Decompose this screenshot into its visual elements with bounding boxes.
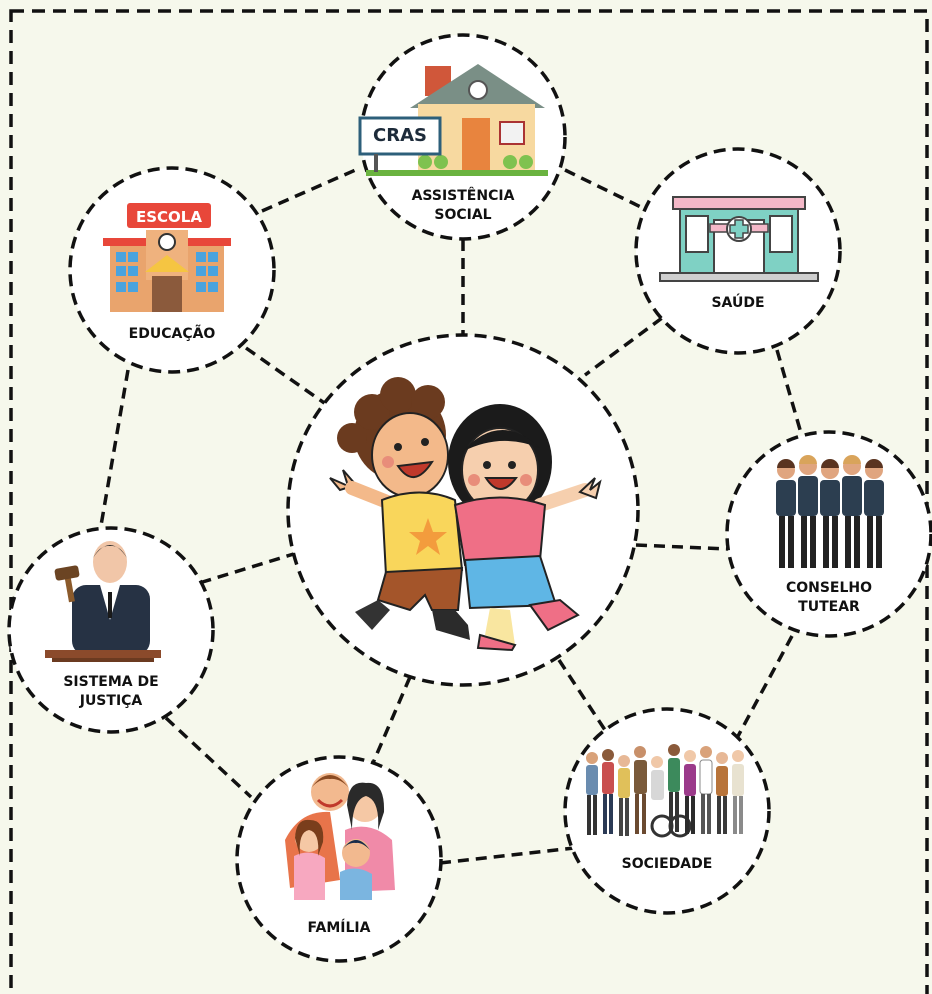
connector-conselho-sociedade	[735, 635, 794, 739]
educacao-node: ESCOLA EDUCAÇÃO	[68, 166, 276, 374]
saude-label: SAÚDE	[711, 293, 764, 311]
connector-center-sociedade	[557, 659, 607, 731]
center-node	[286, 333, 640, 687]
sociedade-node: SOCIEDADE	[563, 707, 771, 915]
clinic-icon	[659, 196, 819, 282]
connector-center-justica	[195, 551, 298, 586]
connector-saude-center	[583, 316, 664, 377]
cras-sign-text: CRAS	[373, 125, 427, 146]
connector-lines	[97, 166, 805, 865]
family-icon	[285, 773, 395, 900]
conselho-tutear-node: CONSELHO TUTEAR	[725, 430, 932, 638]
saude-node: SAÚDE	[634, 147, 842, 355]
educacao-label: EDUCAÇÃO	[129, 325, 216, 342]
connector-familia-sociedade	[439, 846, 575, 865]
connector-center-conselho	[635, 543, 729, 551]
familia-node: FAMÍLIA	[235, 755, 443, 963]
sistema-justica-node: SISTEMA DE JUSTIÇA	[7, 526, 215, 734]
children-icon	[329, 377, 602, 652]
familia-label: FAMÍLIA	[308, 919, 371, 936]
connector-educacao-justica	[97, 369, 130, 538]
sociedade-label: SOCIEDADE	[622, 856, 713, 872]
connector-educacao-center	[244, 346, 332, 409]
escola-sign-text: ESCOLA	[136, 208, 202, 226]
justica-label-line2: JUSTIÇA	[79, 693, 143, 709]
school-icon: ESCOLA	[103, 203, 231, 312]
assistencia-social-node: CRAS ASSISTÊNCIA SOCIAL	[358, 33, 567, 241]
connector-assistencia-saude	[564, 168, 648, 212]
connector-center-familia	[371, 676, 412, 764]
assistencia-label-line1: ASSISTÊNCIA	[412, 187, 515, 204]
council-people-icon	[776, 455, 884, 568]
house-cras-icon: CRAS	[358, 64, 548, 176]
connector-educacao-assistencia	[261, 166, 361, 213]
justica-label-line1: SISTEMA DE	[63, 674, 158, 690]
conselho-label-line1: CONSELHO	[786, 580, 872, 596]
connector-saude-conselho	[775, 349, 805, 441]
conselho-label-line2: TUTEAR	[798, 599, 860, 615]
judge-icon	[45, 541, 161, 662]
connector-justica-familia	[164, 716, 253, 799]
assistencia-label-line2: SOCIAL	[434, 207, 491, 223]
crowd-icon	[586, 744, 744, 838]
